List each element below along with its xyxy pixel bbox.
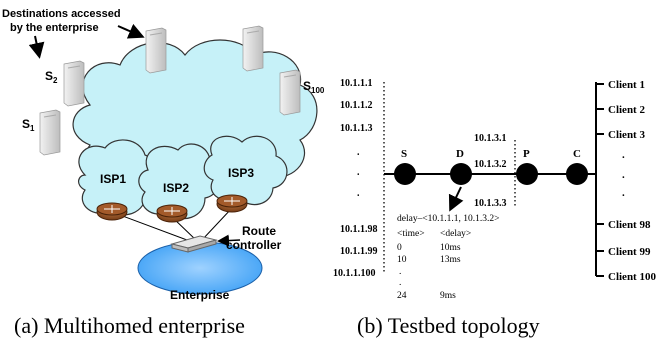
isp-link: [111, 211, 196, 244]
node-p: [516, 163, 538, 185]
delay-table-header: <delay>: [440, 229, 471, 239]
router-isp1-icon: [96, 202, 128, 221]
left-panel: Destinations accessed by the enterprise …: [2, 8, 325, 338]
caption-a: (a) Multihomed enterprise: [14, 313, 245, 338]
address-label: 10.1.1.1: [340, 78, 373, 89]
server-label: S1: [22, 117, 35, 133]
server-label: S100: [303, 79, 325, 95]
delay-arrow: [448, 186, 464, 212]
route-controller-arrow: [217, 234, 241, 247]
router-isp3-icon: [216, 194, 248, 213]
server-top-icon: [145, 27, 167, 74]
address-label: 10.1.3.1: [474, 133, 507, 144]
node-d: [450, 163, 472, 185]
enterprise-label: Enterprise: [170, 288, 230, 302]
caption-b: (b) Testbed topology: [357, 313, 540, 338]
client-label: Client 99: [608, 246, 651, 258]
client-label: .: [622, 169, 625, 181]
delay-table: delay–<10.1.1.1, 10.1.3.2> <time> <delay…: [397, 214, 500, 301]
route-controller-label: Route: [242, 224, 276, 238]
address-label: 10.1.3.3: [474, 198, 507, 209]
isp-label: ISP1: [100, 172, 126, 186]
delay-table-header: <time>: [397, 229, 425, 239]
delay-table-cell: 10ms: [440, 243, 461, 253]
left-address-list: 10.1.1.1 10.1.1.2 10.1.1.3 . . . 10.1.1.…: [333, 78, 378, 279]
mid-address-list: 10.1.3.1 10.1.3.2 10.1.3.3: [474, 133, 507, 209]
client-label: .: [622, 187, 625, 199]
delay-table-cell: 13ms: [440, 255, 461, 265]
address-label: 10.1.1.2: [340, 100, 373, 111]
destinations-arrow: [28, 35, 45, 59]
node-labels: S D P C: [401, 148, 581, 160]
delay-table-cell: .: [399, 267, 401, 277]
node-label: S: [401, 148, 407, 160]
address-label: 10.1.1.100: [333, 268, 376, 279]
server-s1-icon: [39, 109, 61, 156]
isp2-cloud: [138, 143, 221, 220]
delay-table-cell: 9ms: [440, 291, 456, 301]
node-c: [566, 163, 588, 185]
isp-label: ISP3: [228, 166, 254, 180]
client-label: .: [622, 149, 625, 161]
delay-table-cell: 24: [397, 291, 407, 301]
client-label: Client 3: [608, 129, 645, 141]
destinations-arrow: [117, 23, 145, 39]
server-label: S2: [45, 69, 58, 85]
client-label: Client 98: [608, 219, 651, 231]
address-label: .: [357, 188, 360, 199]
node-label: D: [456, 148, 464, 160]
isp-link: [201, 207, 233, 241]
node-label: C: [573, 148, 581, 160]
address-label: 10.1.1.99: [340, 246, 378, 257]
address-label: .: [357, 147, 360, 158]
address-label: 10.1.3.2: [474, 159, 507, 170]
client-stubs: [596, 83, 604, 277]
address-label: 10.1.1.3: [340, 123, 373, 134]
node-label: P: [523, 148, 530, 160]
server-s2-icon: [63, 60, 85, 107]
address-label: .: [357, 167, 360, 178]
client-list: Client 1 Client 2 Client 3 . . . Client …: [608, 79, 656, 283]
client-label: Client 2: [608, 104, 645, 116]
delay-table-cell: .: [399, 278, 401, 288]
route-controller-icon: [170, 235, 218, 253]
client-label: Client 100: [608, 271, 656, 283]
destinations-label: by the enterprise: [10, 22, 99, 34]
server-s100-icon: [279, 69, 301, 116]
address-label: 10.1.1.98: [340, 224, 378, 235]
router-isp2-icon: [156, 204, 188, 223]
right-panel: 10.1.1.1 10.1.1.2 10.1.1.3 . . . 10.1.1.…: [333, 78, 656, 338]
delay-table-cell: 0: [397, 243, 402, 253]
route-controller-label: controller: [226, 238, 282, 252]
delay-table-cell: 10: [397, 255, 407, 265]
node-s: [394, 163, 416, 185]
isp3-cloud: [203, 135, 288, 206]
client-label: Client 1: [608, 79, 645, 91]
delay-table-title: delay–<10.1.1.1, 10.1.3.2>: [397, 214, 500, 224]
destinations-label: Destinations accessed: [2, 8, 121, 20]
isp-label: ISP2: [163, 181, 189, 195]
server-top-right-icon: [242, 25, 264, 72]
